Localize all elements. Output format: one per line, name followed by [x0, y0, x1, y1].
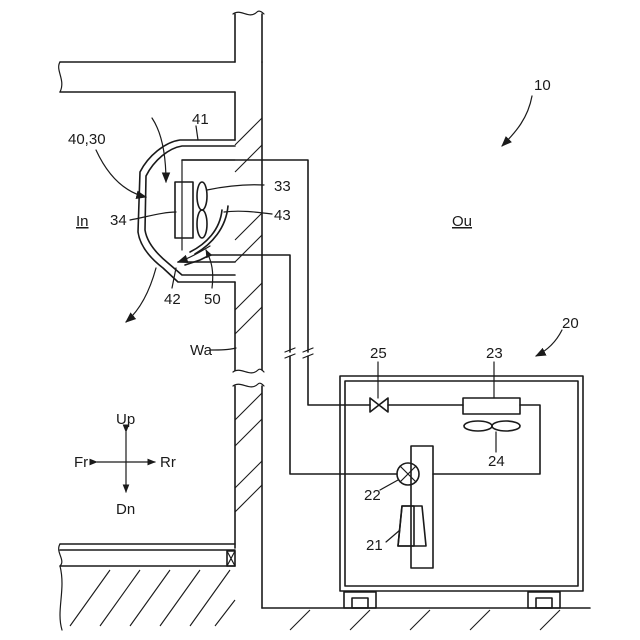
- label-system: 10: [534, 77, 551, 94]
- label-guide-part: 50: [204, 291, 221, 308]
- label-indoor-unit: 40,30: [68, 131, 106, 148]
- label-four-way-valve: 22: [364, 487, 381, 504]
- leader-34: [130, 212, 176, 220]
- gas-pipe-indoor: [210, 255, 290, 352]
- outdoor-fan: [464, 421, 520, 431]
- direction-compass: Up Dn Fr Rr: [74, 411, 176, 518]
- guided-flow-arrow: [178, 246, 210, 262]
- leader-22: [380, 480, 398, 490]
- leader-41: [196, 126, 198, 140]
- indoor-frame: [182, 160, 235, 250]
- reference-labels: 10 20 40,30 41 33 34 43 42 50 Wa 25 23 2…: [68, 77, 579, 554]
- outdoor-heat-exchanger: [463, 398, 520, 414]
- lower-slab-break: [59, 544, 62, 566]
- direction-front: Fr: [74, 454, 88, 471]
- direction-up: Up: [116, 411, 135, 428]
- leader-20: [536, 330, 562, 356]
- label-wall: Wa: [190, 342, 213, 359]
- outdoor-foot-left-inner: [352, 598, 368, 608]
- leader-10: [502, 96, 532, 146]
- direction-down: Dn: [116, 501, 135, 518]
- wall-hatch-lower: [235, 393, 262, 512]
- outdoor-foot-left: [344, 592, 376, 608]
- label-valve: 25: [370, 345, 387, 362]
- indoor-heat-exchanger: [175, 182, 193, 238]
- indoor-fan: [197, 182, 207, 238]
- indoor-unit-casing-outer: [138, 140, 235, 282]
- four-way-valve: [397, 463, 419, 485]
- label-hx-outdoor: 23: [486, 345, 503, 362]
- label-compressor: 21: [366, 537, 383, 554]
- wall-hatch-upper: [235, 118, 262, 334]
- outdoor-unit-casing-outer: [340, 376, 583, 591]
- leader-33: [207, 185, 264, 190]
- direction-rear: Rr: [160, 454, 176, 471]
- label-fan-outdoor: 24: [488, 453, 505, 470]
- outlet-airflow-arrow: [126, 268, 156, 322]
- label-indoor-space: In: [76, 213, 89, 230]
- leader-43: [224, 211, 272, 214]
- label-outdoor-space: Ou: [452, 213, 472, 230]
- guide-part: [185, 255, 210, 265]
- leader-lines: [96, 96, 562, 542]
- upper-slab-break: [59, 62, 62, 92]
- outdoor-ground-hatch: [290, 610, 560, 630]
- outdoor-foot-right: [528, 592, 560, 608]
- label-fan-indoor: 33: [274, 178, 291, 195]
- label-outdoor-unit: 20: [562, 315, 579, 332]
- leader-40-30: [96, 150, 146, 197]
- label-case-top: 41: [192, 111, 209, 128]
- expansion-valve: [370, 398, 388, 412]
- label-hx-indoor: 34: [110, 212, 127, 229]
- label-flow-guide: 43: [274, 207, 291, 224]
- building-structure: [59, 11, 590, 630]
- label-case-bottom: 42: [164, 291, 181, 308]
- ground-hatch: [70, 570, 235, 626]
- outdoor-unit-casing-inner: [345, 381, 578, 586]
- outdoor-foot-right-inner: [536, 598, 552, 608]
- leader-wa: [210, 348, 236, 350]
- wall-top-break: [233, 11, 264, 15]
